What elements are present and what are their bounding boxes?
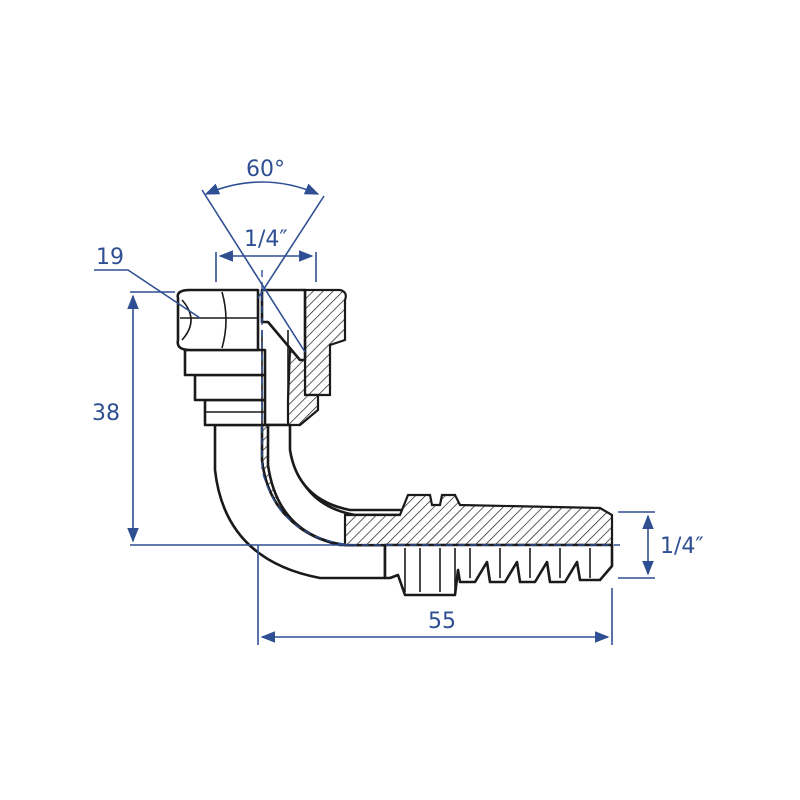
hex-label: 19	[96, 245, 124, 270]
length-label: 55	[428, 609, 456, 634]
tail-upper-hatched	[343, 493, 614, 547]
nut-section	[303, 288, 347, 397]
hex-nut	[176, 288, 260, 352]
stem-ring	[193, 373, 267, 402]
seat-section	[286, 348, 320, 427]
bore-curve	[288, 420, 405, 512]
angle-arc	[204, 181, 320, 195]
hex-leader	[94, 269, 201, 319]
tail-lower	[383, 543, 614, 597]
hose-size-label: 1/4″	[660, 534, 704, 559]
thread-top-label: 1/4″	[244, 227, 288, 252]
angle-label: 60°	[246, 157, 285, 182]
cone-seat	[260, 288, 307, 362]
height-label: 38	[92, 401, 120, 426]
barb-lines	[404, 548, 591, 592]
dimensions: 60° 1/4″ 19 38 1/4″ 55	[92, 157, 704, 645]
fitting-body	[176, 270, 620, 597]
stem-flange	[183, 348, 267, 377]
center-line	[261, 270, 620, 546]
